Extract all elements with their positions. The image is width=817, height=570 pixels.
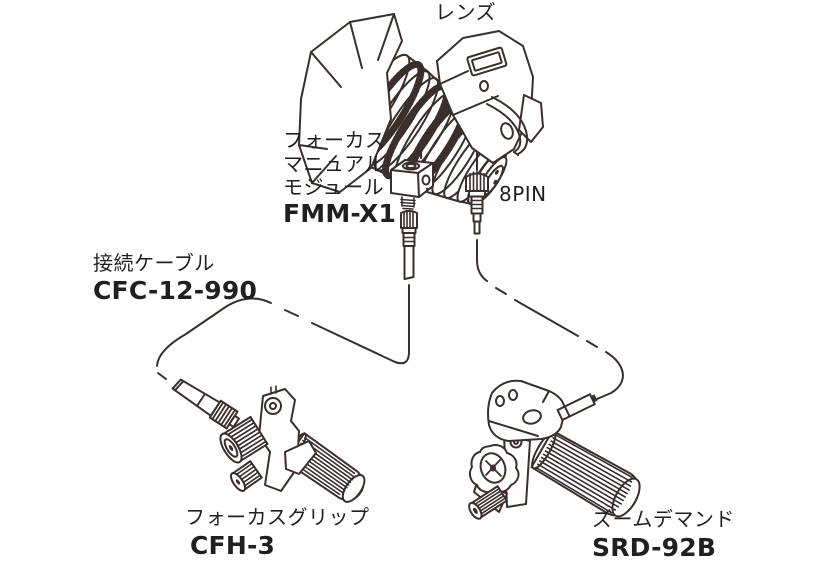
label-8pin: 8PIN	[499, 182, 547, 206]
label-zoom-demand-model: SRD-92B	[592, 533, 717, 562]
srd92b-drawing	[468, 379, 641, 520]
label-cable-name: 接続ケーブル	[93, 251, 215, 275]
label-fmm-line1: フォーカス	[283, 128, 386, 152]
label-fmm-line3: モジュール	[283, 175, 385, 200]
cfh3-grip-drawing	[219, 385, 366, 503]
lens-servo-housing	[436, 30, 544, 164]
label-fmm-model: FMM-X1	[283, 199, 397, 228]
label-cable-model: CFC-12-990	[93, 276, 258, 305]
lens-cable	[486, 96, 529, 156]
srd-cable-plug	[556, 393, 598, 421]
fmm-module-drawing	[390, 159, 434, 210]
label-focus-grip: フォーカスグリップ	[185, 505, 370, 529]
cable-path-right	[476, 239, 624, 400]
label-fmm-module: フォーカス マニュアル モジュール	[283, 128, 386, 200]
label-focus-grip-model: CFH-3	[190, 531, 276, 560]
label-fmm-line2: マニュアル	[283, 151, 385, 176]
label-zoom-demand: ズームデマンド	[592, 507, 735, 531]
fmm-cable-connector	[400, 209, 418, 280]
cfh-cable-plug	[171, 378, 240, 430]
label-lens: レンズ	[435, 0, 497, 24]
cable-path-left	[156, 284, 410, 380]
8pin-connector-drawing	[465, 170, 489, 235]
lens-drawing	[298, 13, 544, 206]
lens-hood	[298, 13, 403, 193]
